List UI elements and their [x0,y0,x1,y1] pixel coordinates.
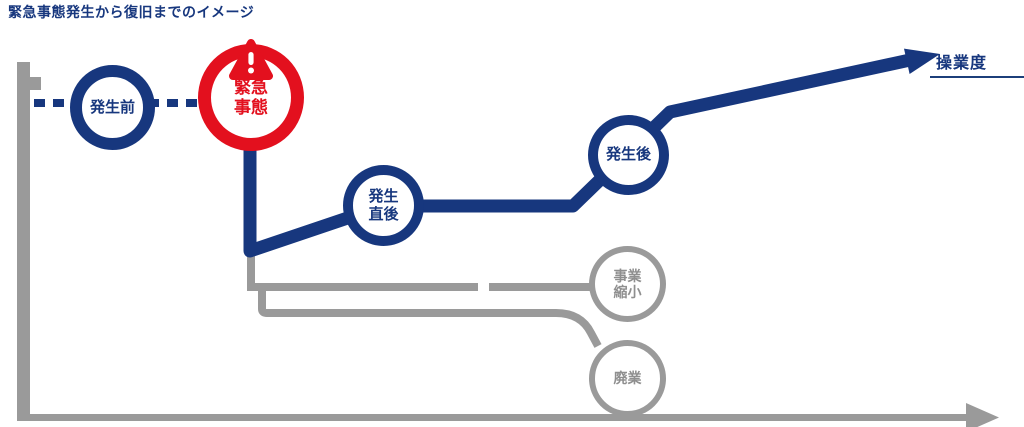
node-emergency-label: 緊急 事態 [234,78,268,117]
node-after-label: 発生後 [605,146,651,164]
recovery-path [243,48,940,258]
node-closure-label: 廃業 [613,370,642,387]
node-just-after-label-line1: 発生 [368,188,399,206]
x-axis [17,414,968,421]
node-emergency-label-line1: 緊急 [234,77,268,97]
branch-closure-line [258,289,602,348]
node-downsize-label-line1: 事業 [613,267,642,284]
axes [17,62,999,427]
node-downsize-label: 事業 縮小 [614,268,642,300]
node-downsize-label-line2: 縮小 [613,284,642,300]
node-just-after: 発生 直後 [343,165,424,246]
node-after-occurrence: 発生後 [588,115,669,195]
recovery-arrow-label: 操業度 [936,55,988,72]
recovery-polyline [243,53,912,258]
gray-branch-lines [247,253,602,348]
recovery-arrowhead-icon [904,48,940,74]
page-title: 緊急事態発生から復旧までのイメージ [8,4,255,20]
node-emergency: 緊急 事態 [198,39,304,151]
node-business-downsize: 事業 縮小 [589,246,666,322]
node-just-after-label-line2: 直後 [368,205,399,223]
node-before-occurrence: 発生前 [70,65,155,150]
y-axis-tick [30,77,41,90]
reference-line [930,76,1024,78]
node-business-closure: 廃業 [589,340,666,417]
node-emergency-label-line2: 事態 [234,97,268,117]
x-axis-arrowhead-icon [966,403,999,427]
node-before-label: 発生前 [89,98,135,116]
warning-icon [229,39,273,80]
y-axis [17,62,30,421]
node-just-after-label: 発生 直後 [368,188,398,223]
